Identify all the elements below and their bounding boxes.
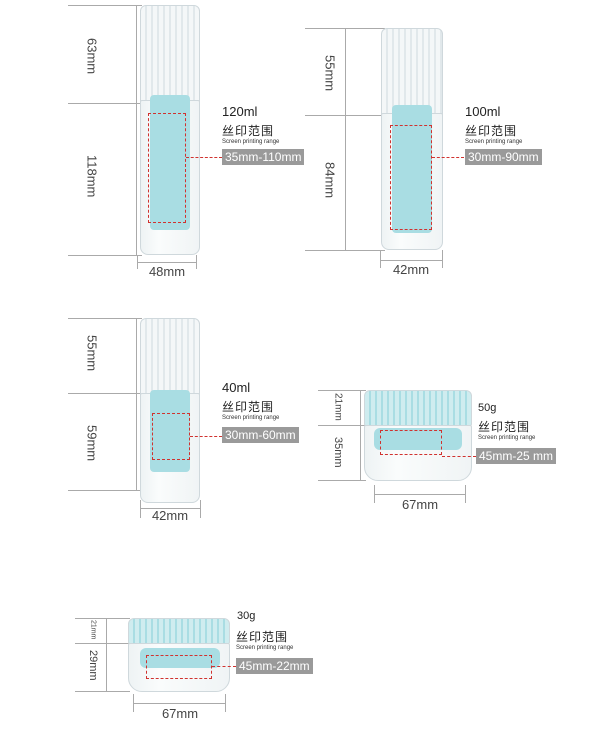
dim-line (305, 250, 385, 251)
cap-height-label: 55mm (84, 335, 100, 372)
dim-line (68, 255, 142, 256)
dim-line (140, 508, 200, 509)
dim-line (106, 618, 107, 691)
dim-line (318, 425, 366, 426)
volume-label: 50g (478, 402, 497, 414)
cap-height-label: 55mm (322, 55, 338, 92)
print-area (390, 125, 432, 230)
volume-label: 40ml (222, 380, 251, 395)
bottle-liquid (150, 95, 190, 230)
dim-line (75, 691, 130, 692)
print-range-cn: 丝印范围 (236, 630, 289, 644)
print-range-badge: 35mm-110mm (222, 149, 305, 165)
dim-line (133, 703, 225, 704)
print-leader (432, 157, 464, 158)
print-area (152, 413, 190, 460)
dim-line (68, 393, 142, 394)
jar-liquid (374, 428, 462, 450)
print-range-cn: 丝印范围 (222, 124, 275, 138)
dim-line (318, 480, 366, 481)
dim-line (442, 250, 443, 268)
volume-label: 100ml (465, 104, 501, 119)
print-range-cn: 丝印范围 (478, 420, 531, 434)
cap-height-label: 21mm (89, 620, 97, 640)
dim-line (136, 318, 137, 490)
print-range-badge: 30mm-60mm (222, 427, 299, 443)
print-leader (212, 666, 236, 667)
print-leader (442, 456, 476, 457)
dim-line (345, 28, 346, 250)
print-range-badge: 45mm-25 mm (476, 448, 557, 464)
dim-line (136, 5, 137, 255)
jar-lid (128, 618, 230, 644)
dim-line (318, 390, 366, 391)
dim-line (380, 260, 442, 261)
print-area (148, 113, 186, 223)
dim-line (68, 490, 142, 491)
volume-label: 120ml (222, 104, 258, 119)
print-range-en: Screen printing range (465, 139, 523, 145)
body-height-label: 118mm (84, 155, 100, 198)
dim-line (68, 5, 142, 6)
width-label: 67mm (161, 706, 199, 721)
print-range-en: Screen printing range (478, 435, 536, 441)
dim-line (75, 643, 130, 644)
bottle-cap (381, 28, 443, 116)
print-range-badge: 45mm-22mm (236, 658, 313, 674)
dim-line (75, 618, 130, 619)
jar-lid (364, 390, 472, 426)
dim-line (225, 694, 226, 712)
print-range-en: Screen printing range (222, 139, 280, 145)
body-height-label: 35mm (332, 437, 344, 468)
bottle-liquid (392, 105, 432, 233)
body-height-label: 84mm (322, 162, 338, 199)
bottle-cap (140, 318, 200, 396)
dim-line (360, 390, 361, 480)
print-leader (186, 157, 222, 158)
width-label: 48mm (148, 264, 186, 279)
cap-height-label: 63mm (84, 38, 100, 75)
dim-line (137, 262, 197, 263)
print-area (380, 430, 442, 455)
print-range-en: Screen printing range (222, 415, 280, 421)
print-range-cn: 丝印范围 (222, 400, 275, 414)
dim-line (68, 318, 142, 319)
dim-line (200, 500, 201, 518)
width-label: 67mm (401, 497, 439, 512)
print-range-en: Screen printing range (236, 645, 294, 651)
width-label: 42mm (392, 262, 430, 277)
dim-line (374, 494, 466, 495)
body-height-label: 59mm (84, 425, 100, 462)
bottle-cap (140, 5, 200, 103)
dim-line (68, 103, 142, 104)
print-range-badge: 30mm-90mm (465, 149, 542, 165)
body-height-label: 29mm (87, 650, 99, 681)
print-leader (190, 436, 222, 437)
print-range-cn: 丝印范围 (465, 124, 518, 138)
dim-line (380, 250, 381, 268)
cap-height-label: 21mm (332, 393, 344, 421)
print-area (146, 655, 212, 679)
bottle-liquid (150, 390, 190, 472)
jar-liquid (140, 648, 220, 668)
dim-line (140, 500, 141, 518)
width-label: 42mm (151, 508, 189, 523)
volume-label: 30g (237, 610, 256, 622)
